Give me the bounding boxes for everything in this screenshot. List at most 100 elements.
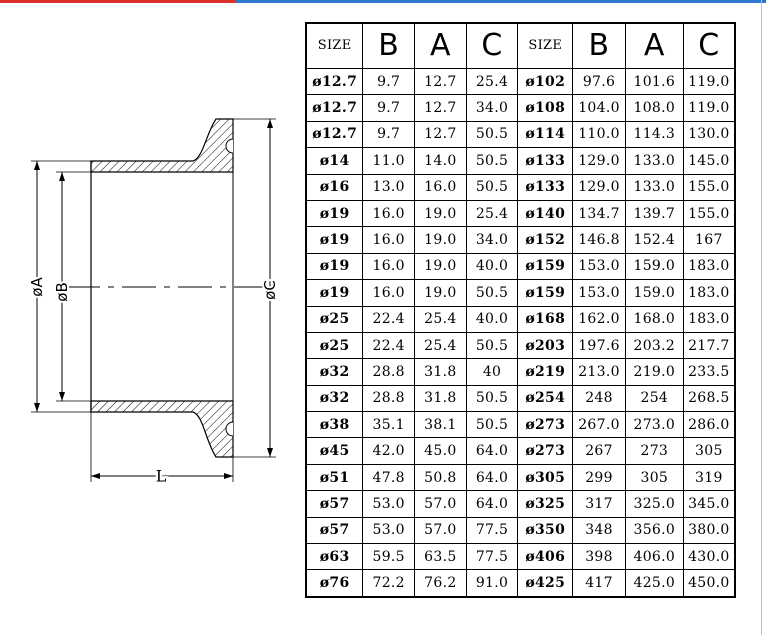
cell-b-left: 9.7 bbox=[362, 67, 416, 96]
cell-a-right: 273.0 bbox=[624, 411, 684, 439]
cell-c-right: 183.0 bbox=[682, 252, 736, 281]
cell-c-left: 40.0 bbox=[465, 305, 519, 333]
dim-c-label: øC bbox=[261, 280, 279, 300]
cell-a-left: 19.0 bbox=[414, 252, 467, 281]
cell-b-left: 16.0 bbox=[362, 226, 416, 254]
cell-b-right: 153.0 bbox=[572, 279, 626, 307]
cell-c-left: 25.4 bbox=[465, 199, 519, 228]
cell-b-right: 104.0 bbox=[572, 94, 626, 122]
cell-a-left: 57.0 bbox=[414, 516, 467, 545]
cell-c-right: 319 bbox=[682, 463, 736, 492]
cell-b-right: 417 bbox=[572, 569, 626, 598]
cell-b-right: 398 bbox=[572, 543, 626, 571]
dim-a-label: øA bbox=[28, 277, 46, 297]
cell-size-right: ø152 bbox=[517, 226, 574, 254]
cell-b-right: 317 bbox=[572, 490, 626, 518]
cell-size-right: ø350 bbox=[517, 516, 574, 545]
header-b-right: B bbox=[572, 22, 626, 69]
cell-b-left: 13.0 bbox=[362, 173, 416, 201]
upper-wall-section bbox=[90, 118, 234, 173]
cell-c-left: 50.5 bbox=[465, 384, 519, 413]
cell-b-left: 42.0 bbox=[362, 437, 416, 465]
cell-size-left: ø12.7 bbox=[305, 67, 364, 96]
cell-size-left: ø76 bbox=[305, 569, 364, 598]
cell-b-right: 129.0 bbox=[572, 173, 626, 201]
cell-b-right: 97.6 bbox=[572, 67, 626, 96]
cell-b-left: 53.0 bbox=[362, 490, 416, 518]
cell-size-right: ø305 bbox=[517, 463, 574, 492]
cell-c-left: 91.0 bbox=[465, 569, 519, 598]
dim-l-label: L bbox=[156, 467, 167, 486]
cell-c-right: 268.5 bbox=[682, 384, 736, 413]
dim-a-arrow-top bbox=[34, 161, 40, 170]
cell-a-right: 273 bbox=[624, 437, 684, 465]
cell-a-left: 19.0 bbox=[414, 279, 467, 307]
cell-size-left: ø16 bbox=[305, 173, 364, 201]
cell-size-right: ø159 bbox=[517, 279, 574, 307]
right-edge-rule bbox=[761, 0, 762, 635]
cell-b-right: 267.0 bbox=[572, 411, 626, 439]
cell-a-right: 139.7 bbox=[624, 199, 684, 228]
cell-c-right: 217.7 bbox=[682, 331, 736, 360]
header-a-right: A bbox=[624, 22, 684, 69]
groove-top bbox=[225, 138, 234, 154]
cell-size-left: ø25 bbox=[305, 331, 364, 360]
cell-a-left: 57.0 bbox=[414, 490, 467, 518]
cell-a-right: 108.0 bbox=[624, 94, 684, 122]
cell-a-right: 152.4 bbox=[624, 226, 684, 254]
cell-a-left: 12.7 bbox=[414, 94, 467, 122]
cell-b-left: 22.4 bbox=[362, 305, 416, 333]
cell-size-right: ø133 bbox=[517, 173, 574, 201]
cell-c-right: 119.0 bbox=[682, 94, 736, 122]
cell-a-right: 101.6 bbox=[624, 67, 684, 96]
cell-a-left: 19.0 bbox=[414, 226, 467, 254]
cell-b-right: 213.0 bbox=[572, 358, 626, 386]
cell-b-right: 134.7 bbox=[572, 199, 626, 228]
cell-a-right: 159.0 bbox=[624, 252, 684, 281]
cell-b-left: 16.0 bbox=[362, 199, 416, 228]
cell-b-right: 153.0 bbox=[572, 252, 626, 281]
cell-a-right: 325.0 bbox=[624, 490, 684, 518]
cell-c-left: 50.5 bbox=[465, 120, 519, 149]
cell-c-left: 50.5 bbox=[465, 147, 519, 175]
cell-b-right: 110.0 bbox=[572, 120, 626, 149]
cell-a-left: 45.0 bbox=[414, 437, 467, 465]
cell-size-right: ø133 bbox=[517, 147, 574, 175]
top-accent-blue bbox=[236, 0, 766, 3]
dim-c-arrow-bottom bbox=[267, 448, 273, 457]
cell-c-right: 119.0 bbox=[682, 67, 736, 96]
cell-b-left: 72.2 bbox=[362, 569, 416, 598]
cell-b-right: 299 bbox=[572, 463, 626, 492]
top-accent-bar bbox=[0, 0, 766, 3]
cell-a-left: 31.8 bbox=[414, 358, 467, 386]
dim-c-arrow-top bbox=[267, 119, 273, 128]
cell-c-right: 167 bbox=[682, 226, 736, 254]
cell-c-right: 286.0 bbox=[682, 411, 736, 439]
cell-b-right: 129.0 bbox=[572, 147, 626, 175]
cell-size-left: ø14 bbox=[305, 147, 364, 175]
cell-size-left: ø63 bbox=[305, 543, 364, 571]
cell-c-left: 64.0 bbox=[465, 437, 519, 465]
cell-b-right: 248 bbox=[572, 384, 626, 413]
lower-wall-section bbox=[90, 400, 234, 458]
cell-size-right: ø325 bbox=[517, 490, 574, 518]
cell-a-left: 12.7 bbox=[414, 67, 467, 96]
table-header-row: SIZE B A C SIZE B A C bbox=[305, 22, 736, 69]
cell-c-right: 155.0 bbox=[682, 173, 736, 201]
cell-b-left: 9.7 bbox=[362, 94, 416, 122]
cell-size-left: ø12.7 bbox=[305, 94, 364, 122]
cell-b-left: 28.8 bbox=[362, 384, 416, 413]
cell-b-left: 35.1 bbox=[362, 411, 416, 439]
cell-size-right: ø159 bbox=[517, 252, 574, 281]
cell-a-right: 133.0 bbox=[624, 173, 684, 201]
cell-size-right: ø114 bbox=[517, 120, 574, 149]
cell-a-left: 31.8 bbox=[414, 384, 467, 413]
cell-a-right: 114.3 bbox=[624, 120, 684, 149]
